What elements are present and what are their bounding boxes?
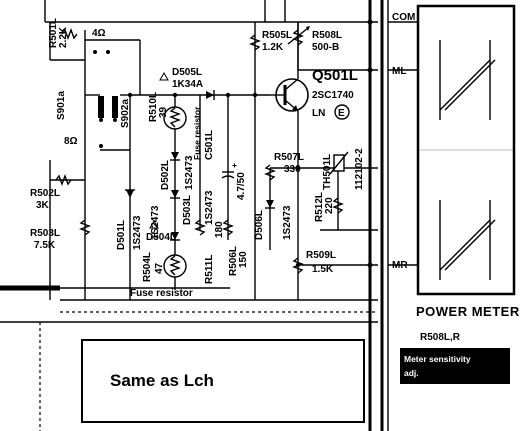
resistor-r507 (264, 164, 276, 181)
fuse-resistor-r504 (163, 254, 187, 278)
power-meter (388, 4, 516, 296)
r502-value: 3K (36, 200, 50, 211)
warning-triangle-icon (149, 219, 159, 229)
d503-ref: D503L (182, 195, 193, 225)
ml-label: ML (392, 66, 406, 77)
q501-part: 2SC1740 (312, 90, 354, 101)
resistor-r501 (61, 28, 78, 40)
fuse-resistor-vertical-label: Fuse resistor (192, 106, 202, 160)
q501-ref: Q501L (312, 67, 358, 84)
d505-value: 1K34A (172, 79, 203, 90)
d504-value: 1S2473 (150, 205, 161, 240)
d503-value: 1S2473 (204, 190, 215, 225)
s901-ref: S901a (56, 91, 67, 120)
r510-ref: R510L (148, 92, 159, 122)
d502-ref: D502L (160, 160, 171, 190)
speaker-tap-label: 4Ω (92, 28, 106, 39)
r504-ref: R504L (142, 252, 153, 282)
th501-value: 112102-2 (354, 148, 365, 190)
switch-s902 (112, 96, 118, 122)
diode-d506 (265, 200, 275, 209)
svg-text:+: + (232, 160, 237, 170)
r505-value: 1.2K (262, 42, 284, 53)
d506-value: 1S2473 (282, 205, 293, 240)
resistor-r512 (332, 197, 344, 214)
r511-ref: R511L (204, 255, 215, 284)
r511-value: 180 (214, 221, 225, 238)
r510-value: 39 (158, 106, 169, 118)
r502-ref: R502L (30, 188, 60, 199)
same-as-lch-box (81, 339, 365, 423)
diode-d501 (125, 189, 135, 198)
same-as-lch-label: Same as Lch (110, 371, 214, 390)
sensitivity-note-line2: adj. (404, 368, 419, 378)
resistor-r506 (222, 219, 234, 236)
q501-grade-mark: E (338, 108, 345, 119)
transistor-q501 (270, 70, 309, 120)
mr-label: MR (392, 260, 408, 271)
diode-d503 (170, 190, 180, 199)
d506-ref: D506L (254, 210, 265, 240)
junction-dots (127, 19, 373, 268)
diode-d502 (170, 152, 180, 161)
potentiometer-r508 (287, 26, 310, 46)
resistor-r511 (194, 219, 206, 236)
r501-value: 2.2K (58, 26, 69, 48)
power-meter-label: POWER METER (416, 304, 520, 319)
r508-ref: R508L (312, 30, 342, 41)
tap-point-4ohm-b (106, 50, 110, 54)
r506-ref: R506L (228, 246, 239, 276)
resistor-r502 (55, 174, 72, 186)
switch-s901 (98, 96, 104, 148)
s902-ref: S902a (120, 99, 131, 128)
warning-triangle-icon (159, 71, 169, 81)
r512-value: 220 (324, 197, 335, 214)
r503-value: 7.5K (34, 240, 56, 251)
diode-d505 (206, 90, 215, 100)
d505-ref: D505L (172, 67, 202, 78)
s901-position: 8Ω (64, 136, 78, 147)
diode-d504 (170, 232, 180, 241)
labels: R501L 2.2K 4Ω S901a 8Ω S902a R502L 3K R5… (30, 12, 520, 390)
sensitivity-note-line1: Meter sensitivity (404, 354, 471, 364)
r507-ref: R507L (274, 152, 304, 163)
r506-value: 150 (238, 251, 249, 268)
capacitor-c501: + (221, 160, 237, 179)
resistor-r503 (79, 219, 91, 236)
sensitivity-ref-label: R508L,R (420, 332, 461, 343)
thermistor-th501 (329, 151, 349, 175)
fuse-resistor-bottom-label: Fuse resistor (130, 288, 193, 299)
r509-value: 1.5K (312, 264, 334, 275)
r508-value: 500-B (312, 42, 339, 53)
d501-value: 1S2473 (132, 215, 143, 250)
sensitivity-note-banner (400, 348, 510, 384)
d501-ref: D501L (116, 220, 127, 250)
r507-value: 330 (284, 164, 301, 175)
resistor-r505 (249, 34, 261, 51)
c501-ref: C501L (204, 130, 215, 160)
tap-point-4ohm (93, 50, 97, 54)
r501-ref: R501L (48, 18, 59, 48)
com-label: COM (392, 12, 415, 23)
r509-ref: R509L (306, 250, 336, 261)
r512-ref: R512L (314, 192, 325, 222)
r505-ref: R505L (262, 30, 292, 41)
fuse-resistor-r510 (163, 106, 187, 130)
d502-value: 1S2473 (184, 155, 195, 190)
c501-value: 4.7/50 (236, 172, 247, 200)
q501-grade: LN (312, 108, 325, 119)
r504-value: 47 (154, 262, 165, 274)
r503-ref: R503L (30, 228, 60, 239)
q501-grade-mark-circle (334, 104, 350, 120)
d504-ref: D504L (146, 232, 176, 243)
th501-ref: TH501L (322, 154, 333, 190)
